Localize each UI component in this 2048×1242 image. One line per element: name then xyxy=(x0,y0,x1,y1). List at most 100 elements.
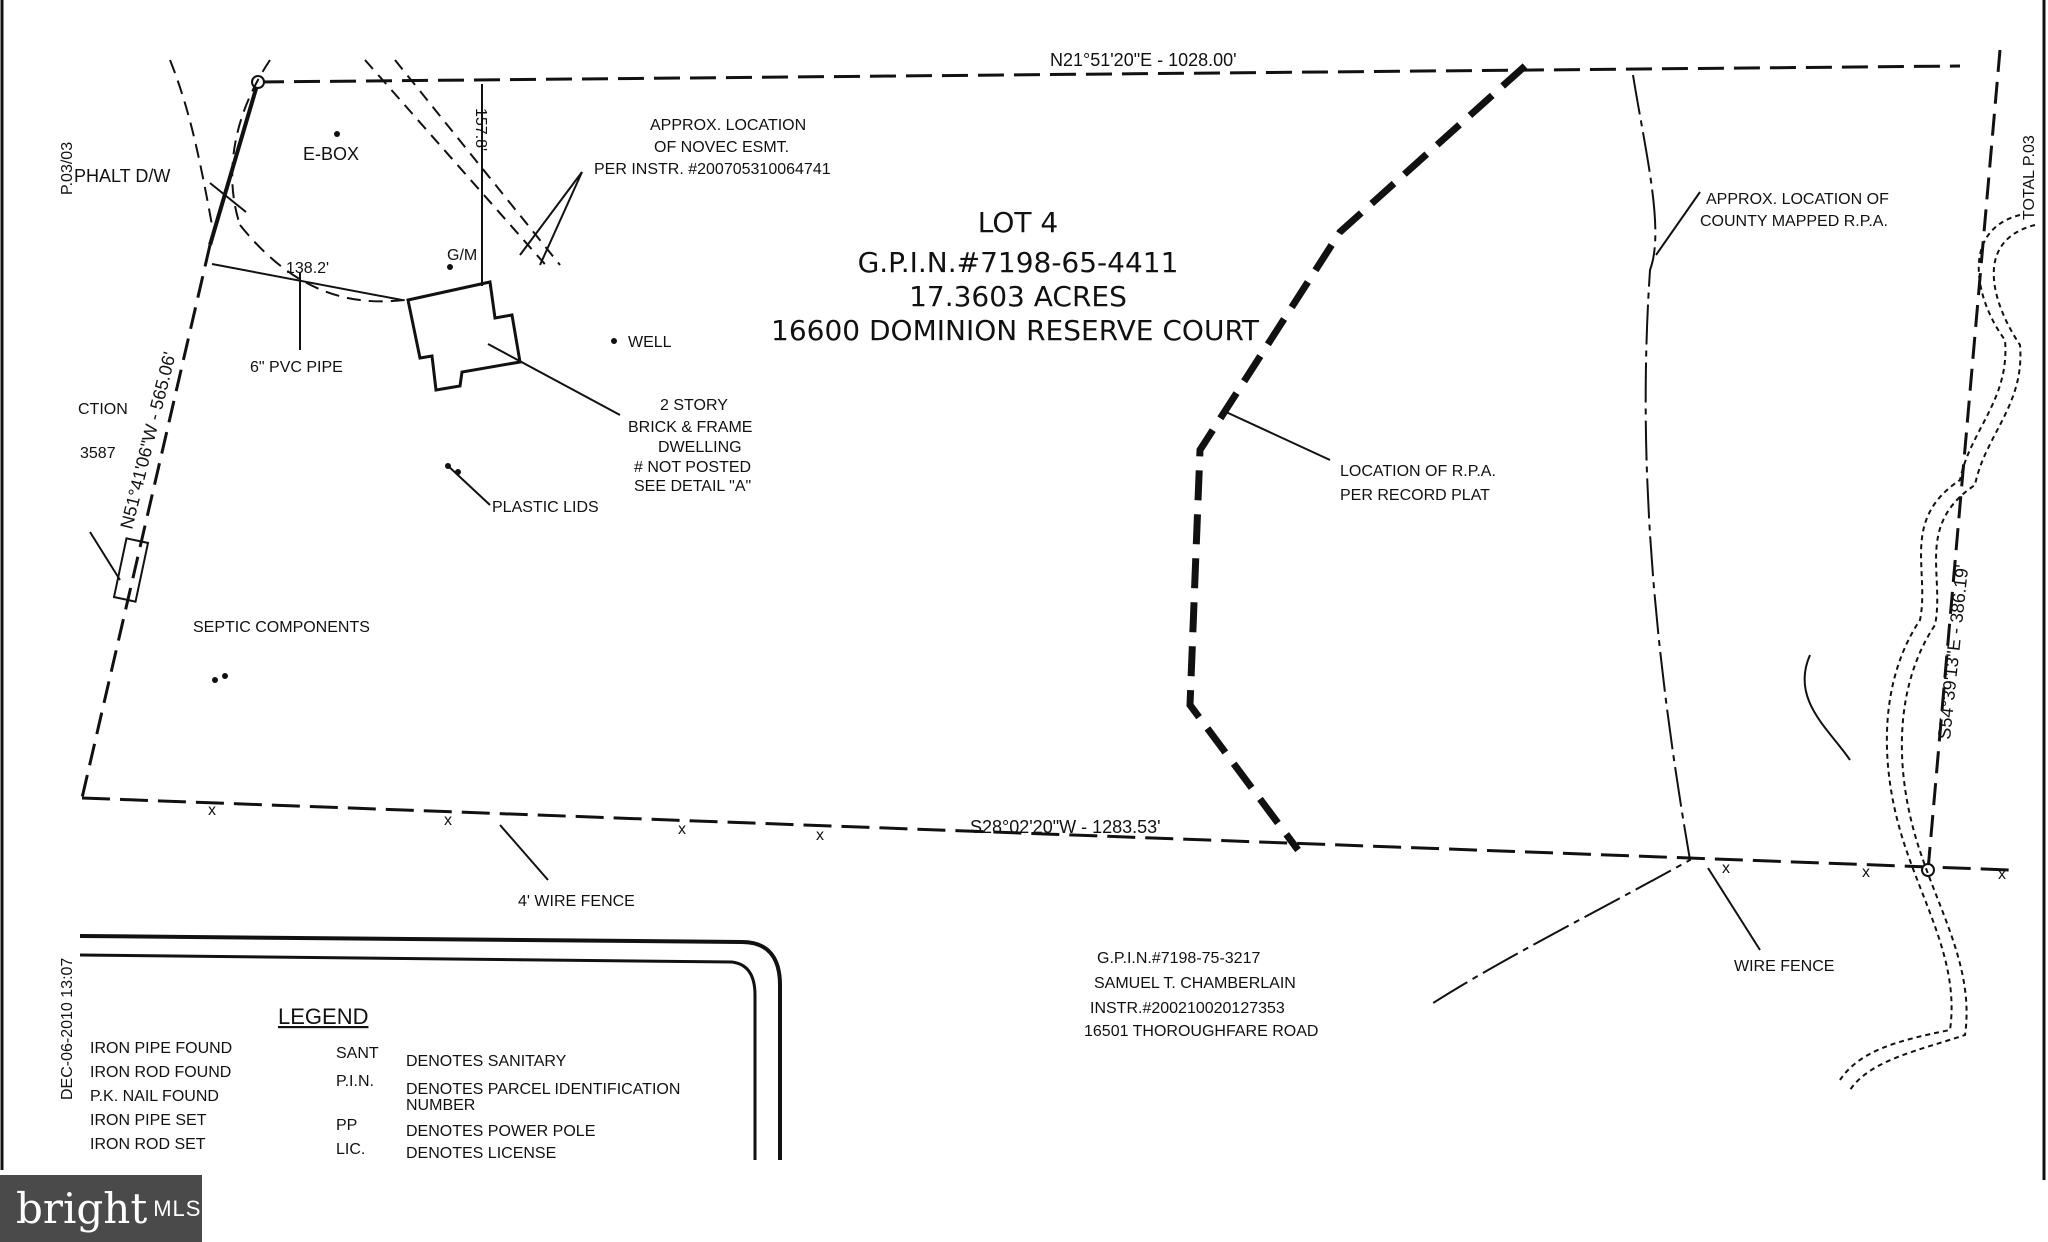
legend-item: IRON ROD SET xyxy=(90,1136,206,1153)
leader-novec-a xyxy=(519,171,583,256)
stream-bank-line xyxy=(1849,224,2036,1091)
lot-gpin: G.P.I.N.#7198-65-4411 xyxy=(858,246,1179,279)
legend-definition: DENOTES LICENSE xyxy=(406,1145,556,1162)
novec-easement-line xyxy=(394,59,561,266)
north-west-corner-line xyxy=(208,81,260,246)
fence-x-mark: x xyxy=(208,802,216,819)
four-wire-fence-label: 4' WIRE FENCE xyxy=(518,893,635,910)
legend-code: PP xyxy=(336,1117,357,1134)
leader-wire-fence xyxy=(1707,867,1761,951)
fax-date-stamp: DEC-06-2010 13:07 xyxy=(59,958,76,1100)
fence-x-mark: x xyxy=(816,827,824,844)
fence-x-mark: x xyxy=(1722,860,1730,877)
pvc-pipe-label: 6" PVC PIPE xyxy=(250,359,343,376)
bright-logo-text: bright xyxy=(16,1184,148,1233)
driveway-and-easement xyxy=(169,59,561,303)
leader-asphalt xyxy=(209,182,247,213)
septic-point xyxy=(212,677,218,683)
fence-x-mark: x xyxy=(1998,866,2006,883)
dimension-157: 157.8' xyxy=(472,108,489,151)
lot-info: LOT 4 G.P.I.N.#7198-65-4411 17.3603 ACRE… xyxy=(771,206,1260,347)
west-fragment-number: 3587 xyxy=(80,445,116,462)
rpa-label-line2: PER RECORD PLAT xyxy=(1340,487,1490,504)
neighbor-address: 16501 THOROUGHFARE ROAD xyxy=(1084,1023,1318,1040)
dimension-line-138 xyxy=(211,263,403,301)
rpa-label-line1: LOCATION OF R.P.A. xyxy=(1340,463,1496,480)
gas-meter-point xyxy=(447,264,453,270)
legend: LEGEND IRON PIPE FOUND IRON ROD FOUND P.… xyxy=(79,934,782,1162)
neighbor-instrument: INSTR.#200210020127353 xyxy=(1090,1000,1285,1017)
novec-label-line3: PER INSTR. #200705310064741 xyxy=(594,161,831,178)
north-bearing-label: N21°51'20"E - 1028.00' xyxy=(1050,50,1237,70)
legend-code: LIC. xyxy=(336,1141,365,1158)
stream-bank-line xyxy=(1839,214,2021,1081)
driveway-curve-line xyxy=(239,224,406,303)
dwelling-footprint xyxy=(406,280,522,392)
neighbor-parcel: G.P.I.N.#7198-75-3217 SAMUEL T. CHAMBERL… xyxy=(1084,950,1318,1040)
west-fragment-label: CTION xyxy=(78,401,128,418)
well-point xyxy=(611,338,617,344)
plastic-lids-label: PLASTIC LIDS xyxy=(492,499,599,516)
septic-point xyxy=(222,673,228,679)
legend-title: LEGEND xyxy=(278,1004,368,1029)
county-rpa-label-line1: APPROX. LOCATION OF xyxy=(1706,191,1889,208)
septic-label: SEPTIC COMPONENTS xyxy=(193,619,370,636)
leader-lines xyxy=(209,171,1761,951)
fax-page-left: P.03/03 xyxy=(59,142,76,195)
gas-meter-label: G/M xyxy=(447,247,477,264)
dwelling-label-line4: # NOT POSTED xyxy=(634,459,751,476)
bright-mls-logo: bright MLS xyxy=(0,1175,202,1242)
fence-x-mark: x xyxy=(1862,864,1870,881)
novec-label-line1: APPROX. LOCATION xyxy=(650,117,806,134)
county-rpa-label-line2: COUNTY MAPPED R.P.A. xyxy=(1700,213,1888,230)
east-boundary-line xyxy=(1926,49,2002,871)
plastic-lid-point xyxy=(455,469,461,475)
legend-item: IRON PIPE SET xyxy=(90,1112,207,1129)
dwelling-label-line3: DWELLING xyxy=(658,439,742,456)
leader-west xyxy=(89,531,121,581)
leader-rpa xyxy=(1225,411,1331,461)
north-boundary-line xyxy=(257,64,1961,84)
leader-dwelling xyxy=(487,343,621,416)
ebox-point xyxy=(334,131,340,137)
novec-easement-line xyxy=(364,59,551,271)
lot-title: LOT 4 xyxy=(978,206,1058,239)
dwelling-label-line5: SEE DETAIL "A" xyxy=(634,478,751,495)
driveway-edge-line xyxy=(231,59,271,226)
dimension-138: 138.2' xyxy=(286,260,329,277)
wire-fence-label: WIRE FENCE xyxy=(1734,958,1834,975)
legend-definition: NUMBER xyxy=(406,1097,475,1114)
county-mapped-rpa-line xyxy=(1429,74,1692,1006)
lot-acres: 17.3603 ACRES xyxy=(909,280,1127,313)
stream xyxy=(1803,214,2036,1091)
neighbor-gpin: G.P.I.N.#7198-75-3217 xyxy=(1097,950,1260,967)
leader-novec-b xyxy=(539,171,583,266)
fence-x-mark: x xyxy=(444,812,452,829)
mls-logo-text: MLS xyxy=(153,1195,202,1221)
plastic-lid-point xyxy=(445,463,451,469)
legend-definition: DENOTES POWER POLE xyxy=(406,1123,595,1140)
west-edge-structure xyxy=(89,531,150,603)
fence-marks: x x x x x x x xyxy=(208,802,2006,883)
lot-address: 16600 DOMINION RESERVE COURT xyxy=(771,314,1260,347)
legend-item: P.K. NAIL FOUND xyxy=(90,1088,219,1105)
legend-code: P.I.N. xyxy=(336,1073,374,1090)
legend-definition: DENOTES PARCEL IDENTIFICATION xyxy=(406,1081,680,1098)
dwelling-label-line1: 2 STORY xyxy=(660,397,728,414)
asphalt-driveway-label: PHALT D/W xyxy=(74,166,170,186)
south-bearing-label: S28°02'20"W - 1283.53' xyxy=(970,817,1161,837)
well-label: WELL xyxy=(628,334,672,351)
feature-labels: PHALT D/W E-BOX APPROX. LOCATION OF NOVE… xyxy=(59,117,2038,1100)
leader-plastic-lids xyxy=(445,463,491,506)
neighbor-owner: SAMUEL T. CHAMBERLAIN xyxy=(1094,975,1296,992)
ebox-label: E-BOX xyxy=(303,144,359,164)
dwelling-label-line2: BRICK & FRAME xyxy=(628,419,752,436)
legend-border-outer xyxy=(79,934,782,1160)
legend-code: SANT xyxy=(336,1045,379,1062)
leader-county-rpa xyxy=(1655,191,1701,256)
legend-definition: DENOTES SANITARY xyxy=(406,1053,567,1070)
legend-item: IRON PIPE FOUND xyxy=(90,1040,232,1057)
legend-border-inner xyxy=(79,953,757,1160)
utility-box xyxy=(112,537,150,603)
